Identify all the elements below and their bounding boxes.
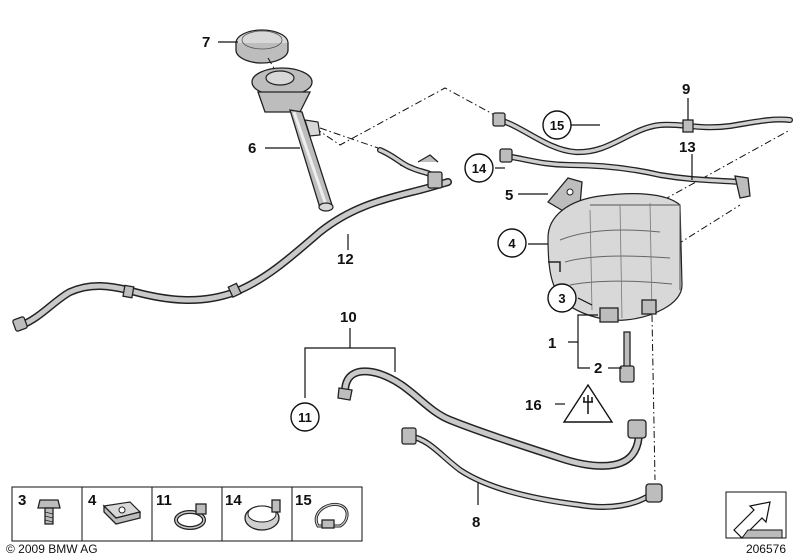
- parts-strip: 3 4 11 14 15: [11, 486, 363, 542]
- callout-4: 4: [497, 228, 527, 258]
- filler-cap[interactable]: [235, 29, 289, 64]
- svg-text:3: 3: [558, 291, 565, 306]
- screw-icon: [37, 499, 61, 525]
- strip-label-3: 3: [18, 492, 26, 509]
- callout-2: 2: [594, 360, 602, 377]
- callout-3: 3: [547, 283, 577, 313]
- svg-text:14: 14: [472, 161, 487, 176]
- callout-1: 1: [548, 335, 556, 352]
- callout-14: 14: [464, 153, 494, 183]
- callout-13: 13: [679, 139, 696, 156]
- hose-12[interactable]: [12, 147, 452, 332]
- diagram-number: 206576: [746, 542, 786, 556]
- band-clamp-icon: [244, 499, 281, 531]
- copyright-text: © 2009 BMW AG: [6, 542, 98, 556]
- filler-neck[interactable]: [251, 67, 334, 212]
- callout-12: 12: [337, 251, 354, 268]
- callout-16: 16: [525, 397, 542, 414]
- cable-tie-icon: [314, 503, 349, 529]
- hose-10[interactable]: [337, 367, 647, 470]
- strip-label-11: 11: [156, 492, 172, 509]
- callout-8: 8: [472, 514, 480, 531]
- expansion-tank[interactable]: [547, 193, 683, 323]
- callout-15: 15: [542, 110, 572, 140]
- direction-arrow-icon: [725, 491, 787, 539]
- electrical-warning-icon: [562, 383, 614, 423]
- strip-label-15: 15: [295, 492, 312, 509]
- clip-nut-icon: [102, 501, 142, 525]
- svg-text:11: 11: [298, 410, 312, 425]
- strip-label-4: 4: [88, 492, 97, 509]
- hose-9[interactable]: [492, 112, 793, 156]
- hose-8[interactable]: [401, 427, 663, 510]
- level-sensor[interactable]: [619, 331, 635, 383]
- callout-10: 10: [340, 309, 357, 326]
- callout-6: 6: [248, 140, 256, 157]
- callout-7: 7: [202, 34, 210, 51]
- leader-lines: [218, 41, 693, 505]
- callout-5: 5: [505, 187, 513, 204]
- callout-11: 11: [290, 402, 320, 432]
- svg-text:4: 4: [508, 236, 516, 251]
- hose-clamp-icon: [174, 503, 207, 530]
- svg-text:15: 15: [550, 118, 564, 133]
- callout-9: 9: [682, 81, 690, 98]
- strip-label-14: 14: [225, 492, 242, 509]
- hose-14[interactable]: [499, 148, 751, 199]
